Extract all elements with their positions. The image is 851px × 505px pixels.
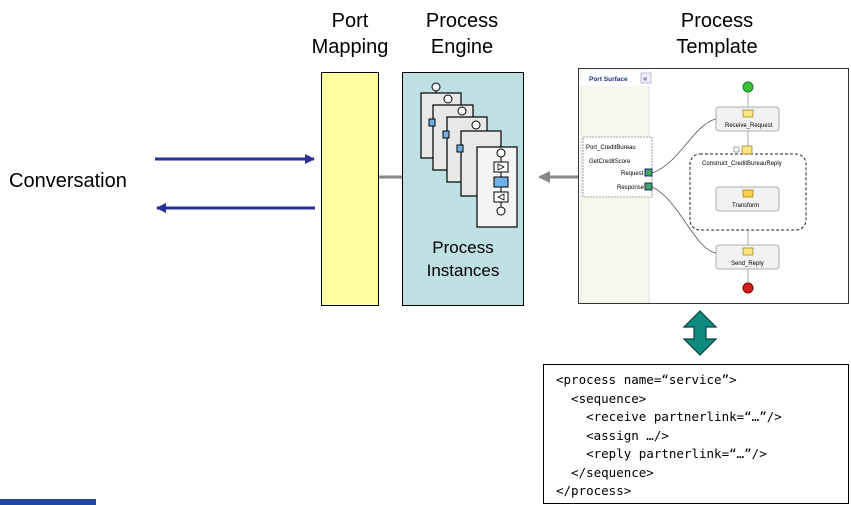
construct-icon xyxy=(741,145,753,155)
process-template-box: Port Surface « Port_CreditBureau GetCred… xyxy=(578,68,849,304)
process-instances-line2: Instances xyxy=(426,261,500,280)
transform-shape[interactable] xyxy=(715,186,780,212)
response-label: Response xyxy=(617,185,645,191)
port-mapping-header-line1: Port xyxy=(331,10,369,32)
code-line: <reply partnerlink=“…”/> xyxy=(556,446,767,461)
request-port-icon xyxy=(644,168,653,177)
process-engine-header: Process Engine xyxy=(412,8,512,60)
process-template-header: Process Template xyxy=(642,8,792,60)
process-engine-header-line2: Engine xyxy=(430,36,494,58)
process-template-header-line2: Template xyxy=(676,36,758,58)
request-label: Request xyxy=(621,171,644,177)
code-line: <assign …/> xyxy=(556,427,669,443)
transform-icon xyxy=(742,189,754,198)
process-instances-stack xyxy=(420,82,518,228)
construct-collapse-button[interactable] xyxy=(733,146,740,153)
code-line: </sequence> xyxy=(556,464,654,480)
end-shape[interactable] xyxy=(742,282,754,294)
bpel-code-box: <process name=“service”> <sequence> <rec… xyxy=(543,364,849,504)
footer-accent-bar xyxy=(0,499,96,505)
port-mapping-header: Port Mapping xyxy=(310,8,390,60)
conversation-label: Conversation xyxy=(9,170,127,192)
orchestration-designer: Port Surface « Port_CreditBureau GetCred… xyxy=(580,70,807,303)
start-shape[interactable] xyxy=(742,81,754,93)
instance-card-5 xyxy=(476,146,518,228)
port-name: Port_CreditBureau xyxy=(586,145,636,151)
port-mapping-box xyxy=(321,72,379,306)
process-template-header-line1: Process xyxy=(680,10,754,32)
send-label: Send_Reply xyxy=(731,261,764,267)
construct-label: Construct_CreditBureauReply xyxy=(702,161,782,167)
port-mapping-header-line2: Mapping xyxy=(311,36,389,58)
code-line: <receive partnerlink=“…”/> xyxy=(556,409,782,424)
port-shape[interactable] xyxy=(582,136,653,198)
send-shape[interactable] xyxy=(715,244,780,270)
send-icon xyxy=(742,247,754,256)
process-instances-label: Process Instances xyxy=(403,236,523,282)
process-instances-line1: Process xyxy=(432,238,494,257)
bidirectional-teal-arrow xyxy=(682,310,718,356)
transform-label: Transform xyxy=(732,203,759,209)
receive-label: Receive_Request xyxy=(725,123,773,129)
response-port-icon xyxy=(644,182,653,191)
port-surface-label: Port Surface xyxy=(589,76,628,83)
operation-name: GetCreditScore xyxy=(589,159,631,165)
code-line: <process name=“service”> xyxy=(556,372,737,387)
receive-icon xyxy=(742,109,754,118)
collapse-button[interactable] xyxy=(640,72,652,84)
process-engine-box: Process Instances xyxy=(402,72,524,306)
code-line: <sequence> xyxy=(556,390,647,406)
code-line: </process> xyxy=(556,483,632,498)
collapse-glyph: « xyxy=(643,74,648,83)
receive-shape[interactable] xyxy=(715,106,780,132)
process-engine-header-line1: Process xyxy=(425,10,499,32)
